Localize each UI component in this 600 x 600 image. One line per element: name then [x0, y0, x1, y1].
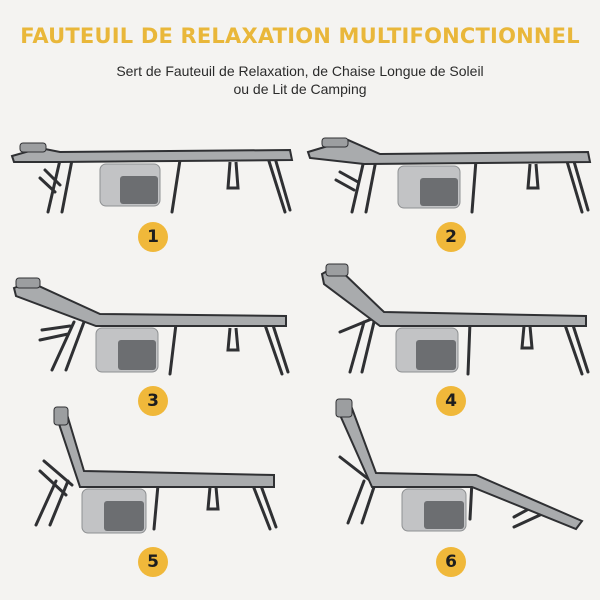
chair-position-4: 4	[300, 260, 600, 416]
lounger-illustration	[306, 137, 592, 214]
chair-position-1: 1	[0, 130, 300, 280]
position-badge-6: 6	[436, 547, 466, 577]
lounger-illustration	[10, 142, 294, 214]
chair-position-2: 2	[300, 130, 600, 280]
lounger-illustration	[12, 277, 290, 376]
position-badge-4: 4	[436, 386, 466, 416]
chair-position-6: 6	[300, 395, 600, 577]
chair-position-3: 3	[0, 270, 300, 420]
page-title: FAUTEUIL DE RELAXATION MULTIFONCTIONNEL	[20, 24, 580, 48]
subtitle-line-2: ou de Lit de Camping	[233, 81, 367, 97]
lounger-illustration	[335, 398, 584, 532]
page-subtitle: Sert de Fauteuil de Relaxation, de Chais…	[0, 62, 600, 98]
lounger-illustration	[34, 406, 278, 534]
position-badge-2: 2	[436, 222, 466, 252]
position-badge-3: 3	[138, 386, 168, 416]
position-badge-1: 1	[138, 222, 168, 252]
lounger-illustration	[320, 263, 590, 376]
subtitle-line-1: Sert de Fauteuil de Relaxation, de Chais…	[116, 63, 484, 79]
position-badge-5: 5	[138, 547, 168, 577]
chair-position-5: 5	[0, 405, 300, 577]
